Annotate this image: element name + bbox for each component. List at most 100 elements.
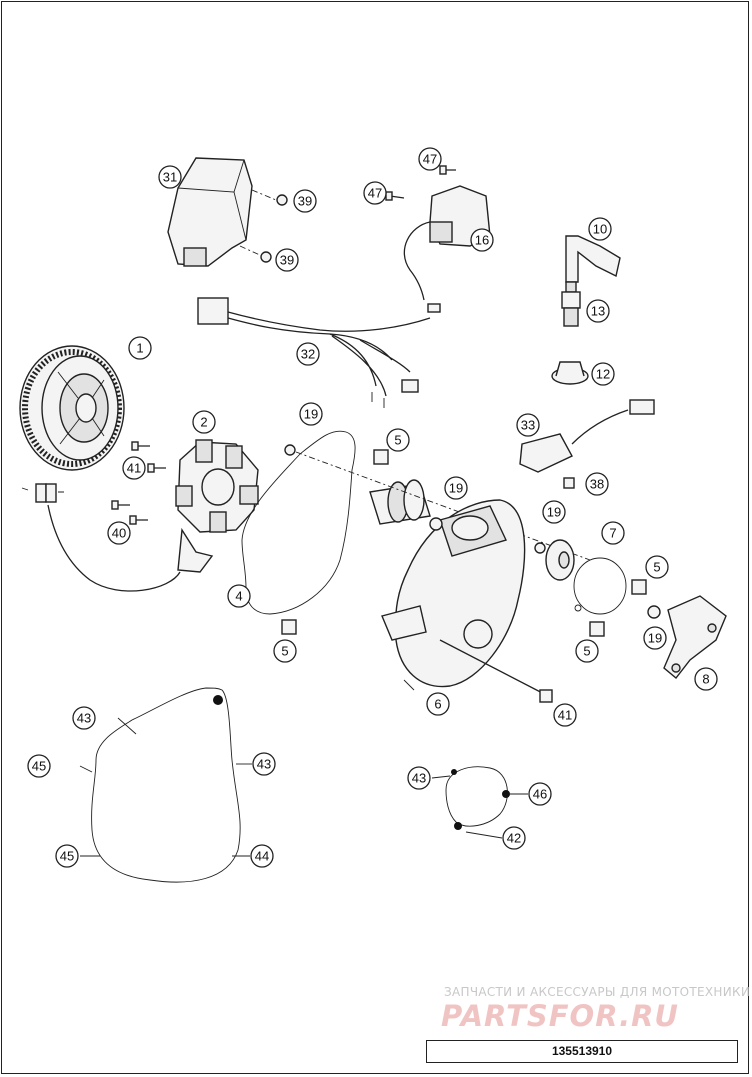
svg-text:16: 16 [475, 233, 489, 248]
stator-wire [21, 483, 181, 592]
svg-text:31: 31 [163, 170, 177, 185]
svg-text:40: 40 [112, 526, 126, 541]
callout-10: 10 [588, 217, 612, 241]
svg-text:5: 5 [653, 560, 660, 575]
callout-43: 43 [407, 766, 431, 790]
callout-45: 45 [55, 844, 79, 868]
watermark-logo: PARTSFOR.RU [441, 999, 679, 1033]
starter-gear [369, 479, 431, 525]
svg-text:13: 13 [591, 304, 605, 319]
large-gasket [91, 687, 241, 883]
callout-19: 19 [542, 500, 566, 524]
washers [284, 444, 661, 619]
screws-39 [239, 189, 288, 263]
callout-13: 13 [586, 299, 610, 323]
callout-5: 5 [645, 555, 669, 579]
svg-text:47: 47 [423, 152, 437, 167]
svg-text:43: 43 [257, 757, 271, 772]
callout-1: 1 [128, 336, 152, 360]
callout-19: 19 [299, 402, 323, 426]
callout-41: 41 [122, 456, 146, 480]
cover-gasket [241, 430, 356, 615]
callout-7: 7 [601, 521, 625, 545]
callout-32: 32 [296, 342, 320, 366]
callout-16: 16 [470, 228, 494, 252]
small-round-gasket [445, 766, 510, 830]
svg-text:8: 8 [702, 672, 709, 687]
callout-40: 40 [107, 521, 131, 545]
seal-ring [551, 361, 589, 385]
svg-text:5: 5 [394, 433, 401, 448]
callout-19: 19 [444, 476, 468, 500]
svg-text:43: 43 [77, 711, 91, 726]
callout-33: 33 [516, 413, 540, 437]
stator [175, 439, 259, 573]
svg-text:39: 39 [298, 194, 312, 209]
watermark-tagline: ЗАПЧАСТИ И АКСЕССУАРЫ ДЛЯ МОТОТЕХНИКИ [444, 985, 751, 999]
assembly-axis [295, 451, 591, 561]
svg-text:1: 1 [136, 341, 143, 356]
svg-text:38: 38 [590, 477, 604, 492]
bolts-left [111, 441, 166, 525]
svg-text:41: 41 [127, 461, 141, 476]
callout-2: 2 [192, 410, 216, 434]
svg-text:5: 5 [281, 644, 288, 659]
svg-text:5: 5 [583, 644, 590, 659]
callout-47: 47 [418, 147, 442, 171]
callout-39: 39 [293, 189, 317, 213]
svg-text:43: 43 [412, 771, 426, 786]
callout-43: 43 [252, 752, 276, 776]
idler-gear [545, 539, 575, 581]
callout-41: 41 [553, 703, 577, 727]
spark-plug [561, 281, 581, 327]
flywheel [19, 345, 125, 471]
svg-text:19: 19 [547, 505, 561, 520]
spark-plug-cap [565, 235, 621, 283]
voltage-regulator [519, 399, 655, 489]
callout-42: 42 [502, 826, 526, 850]
callout-44: 44 [250, 844, 274, 868]
callout-47: 47 [363, 181, 387, 205]
dowel-pins [281, 449, 647, 637]
svg-text:12: 12 [596, 367, 610, 382]
svg-text:6: 6 [434, 697, 441, 712]
svg-text:32: 32 [301, 347, 315, 362]
small-gasket [573, 557, 627, 615]
svg-text:47: 47 [368, 186, 382, 201]
callout-4: 4 [227, 584, 251, 608]
svg-text:41: 41 [558, 708, 572, 723]
ignition-cover [381, 499, 553, 703]
svg-text:45: 45 [60, 849, 74, 864]
leader-lines [79, 717, 528, 857]
callout-31: 31 [158, 165, 182, 189]
svg-text:39: 39 [280, 253, 294, 268]
ignition-coil [167, 157, 253, 267]
svg-text:45: 45 [32, 759, 46, 774]
svg-text:44: 44 [255, 849, 269, 864]
callout-5: 5 [575, 639, 599, 663]
callout-12: 12 [591, 362, 615, 386]
part-number-label: 135513910 [426, 1040, 738, 1063]
svg-text:7: 7 [609, 526, 616, 541]
callout-5: 5 [273, 639, 297, 663]
svg-text:19: 19 [304, 407, 318, 422]
callout-39: 39 [275, 248, 299, 272]
callout-8: 8 [694, 667, 718, 691]
svg-text:42: 42 [507, 831, 521, 846]
cover-plate [663, 595, 727, 680]
svg-text:19: 19 [449, 481, 463, 496]
svg-text:46: 46 [533, 787, 547, 802]
svg-text:2: 2 [200, 415, 207, 430]
svg-text:10: 10 [593, 222, 607, 237]
svg-text:4: 4 [235, 589, 242, 604]
callout-5: 5 [386, 428, 410, 452]
callout-45: 45 [27, 754, 51, 778]
callout-43: 43 [72, 706, 96, 730]
callout-19: 19 [643, 626, 667, 650]
wiring-harness [197, 297, 441, 408]
callout-38: 38 [585, 472, 609, 496]
callout-6: 6 [426, 692, 450, 716]
svg-text:19: 19 [648, 631, 662, 646]
callout-46: 46 [528, 782, 552, 806]
